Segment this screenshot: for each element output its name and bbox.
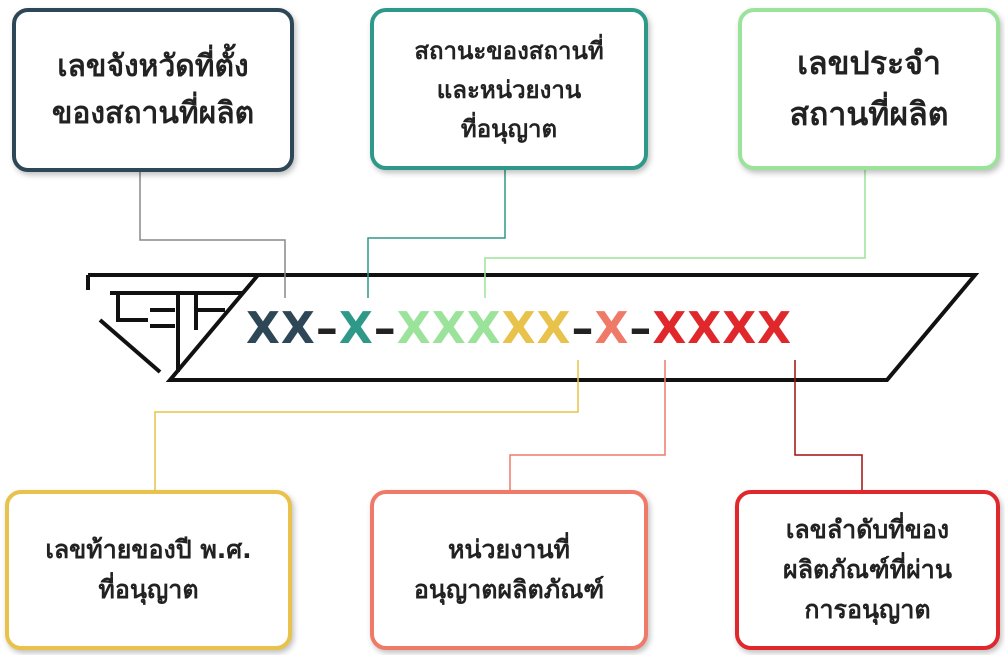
code-dash: – xyxy=(373,302,397,354)
status-label: สถานะของสถานที่ และหน่วยงาน ที่อนุญาต xyxy=(414,36,604,143)
connector-agency xyxy=(509,360,666,490)
facility-label: เลขประจำ สถานที่ผลิต xyxy=(789,44,949,133)
connector-year xyxy=(154,360,579,490)
code-status: X xyxy=(338,302,374,354)
code-year: XX xyxy=(501,302,572,354)
code-banner xyxy=(165,273,980,382)
code-dash: – xyxy=(571,302,595,354)
facility-box: เลขประจำ สถานที่ผลิต xyxy=(738,8,1000,170)
province-box: เลขจังหวัดที่ตั้ง ของสถานที่ผลิต xyxy=(12,8,294,172)
code-dash: – xyxy=(315,302,339,354)
agency-label: หน่วยงานที่ อนุญาตผลิตภัณฑ์ xyxy=(413,535,605,604)
connector-status xyxy=(367,170,506,298)
connector-facility xyxy=(484,170,866,298)
sequence-label: เลขลำดับที่ของ ผลิตภัณฑ์ที่ผ่าน การอนุญา… xyxy=(783,515,952,624)
agency-box: หน่วยงานที่ อนุญาตผลิตภัณฑ์ xyxy=(370,490,648,650)
code-province: XX xyxy=(246,302,316,354)
year-label: เลขท้ายของปี พ.ศ. ที่อนุญาต xyxy=(45,535,252,604)
code-agency: X xyxy=(594,302,630,354)
year-box: เลขท้ายของปี พ.ศ. ที่อนุญาต xyxy=(5,490,292,650)
code-sequence: XXXX xyxy=(652,302,793,354)
fda-logo-icon xyxy=(86,273,258,374)
connector-province xyxy=(139,172,286,298)
registration-code: XX – X – XXX XX – X – XXXX xyxy=(246,298,792,358)
sequence-box: เลขลำดับที่ของ ผลิตภัณฑ์ที่ผ่าน การอนุญา… xyxy=(735,490,1000,650)
code-dash: – xyxy=(629,302,653,354)
connector-sequence xyxy=(794,360,863,490)
status-box: สถานะของสถานที่ และหน่วยงาน ที่อนุญาต xyxy=(370,8,648,170)
province-label: เลขจังหวัดที่ตั้ง ของสถานที่ผลิต xyxy=(51,49,255,131)
code-facility: XXX xyxy=(396,302,502,354)
